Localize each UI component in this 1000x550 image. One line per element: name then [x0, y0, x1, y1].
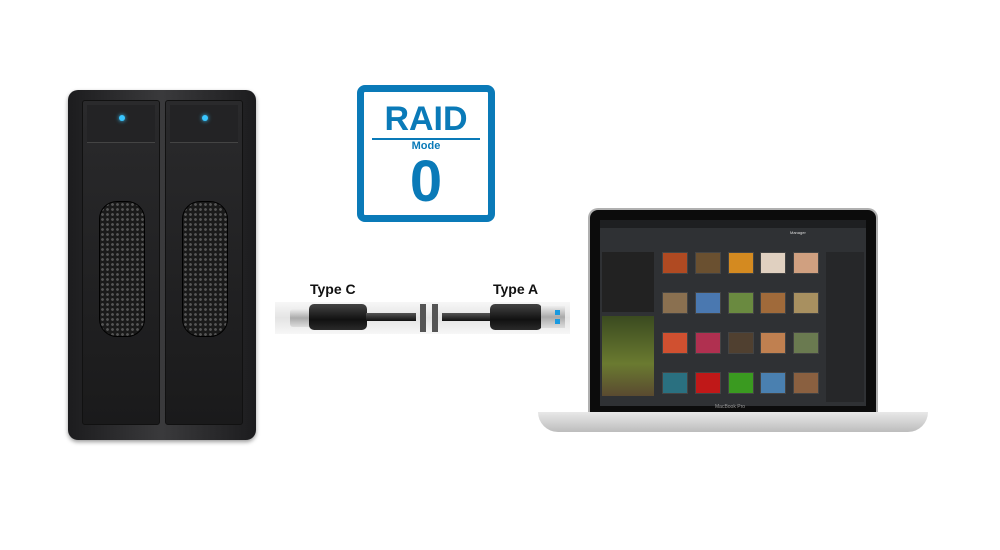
laptop-screen: Manager	[588, 208, 878, 413]
cable-wire	[442, 313, 492, 321]
laptop-brand: MacBook Pro	[715, 404, 746, 410]
usb-a-tip	[541, 306, 565, 328]
photo-thumbnail	[760, 372, 787, 394]
photo-manager-app: Manager	[600, 220, 866, 406]
drive-bay-2	[165, 100, 243, 425]
photo-thumbnail	[793, 332, 820, 354]
photo-thumbnail	[694, 292, 721, 314]
photo-thumbnail	[760, 252, 787, 274]
usb-pin-icon	[555, 319, 560, 324]
thumbnail-grid	[662, 252, 822, 402]
photo-thumbnail	[793, 252, 820, 274]
photo-thumbnail	[662, 252, 688, 274]
type-a-label: Type A	[493, 281, 539, 297]
cable-wire	[366, 313, 416, 321]
photo-thumbnail	[694, 332, 721, 354]
photo-thumbnail	[662, 332, 688, 354]
raid-enclosure	[68, 90, 256, 440]
photo-thumbnail	[793, 372, 820, 394]
preview-pane	[602, 316, 654, 396]
tab-manager: Manager	[790, 230, 806, 235]
raid-mode-badge: RAID Mode 0	[357, 85, 495, 222]
photo-thumbnail	[694, 252, 721, 274]
bay-handle	[170, 105, 238, 143]
vent-grip	[182, 201, 228, 337]
badge-level: 0	[409, 149, 443, 214]
photo-thumbnail	[662, 292, 688, 314]
led-indicator-icon	[202, 115, 208, 121]
type-c-label: Type C	[310, 281, 356, 297]
photo-thumbnail	[727, 292, 754, 314]
photo-thumbnail	[727, 252, 754, 274]
photo-thumbnail	[662, 372, 688, 394]
photo-thumbnail	[760, 332, 787, 354]
usb-pin-icon	[555, 310, 560, 315]
usb-a-connector	[490, 304, 542, 330]
vent-grip	[99, 201, 145, 337]
led-indicator-icon	[119, 115, 125, 121]
usb-c-connector	[309, 304, 367, 330]
title-bar	[600, 220, 866, 228]
drive-bay-1	[82, 100, 160, 425]
right-panel	[826, 252, 864, 402]
folder-tree	[602, 252, 654, 312]
badge-subtitle: Mode	[411, 140, 441, 152]
photo-thumbnail	[727, 332, 754, 354]
badge-divider	[372, 138, 480, 140]
photo-thumbnail	[694, 372, 721, 394]
photo-thumbnail	[727, 372, 754, 394]
badge-title: RAID	[384, 100, 468, 138]
bay-handle	[87, 105, 155, 143]
usb-c-tip	[290, 309, 312, 327]
break-mark	[420, 304, 426, 332]
laptop-base	[538, 412, 928, 432]
break-mark	[432, 304, 438, 332]
photo-thumbnail	[793, 292, 820, 314]
photo-thumbnail	[760, 292, 787, 314]
